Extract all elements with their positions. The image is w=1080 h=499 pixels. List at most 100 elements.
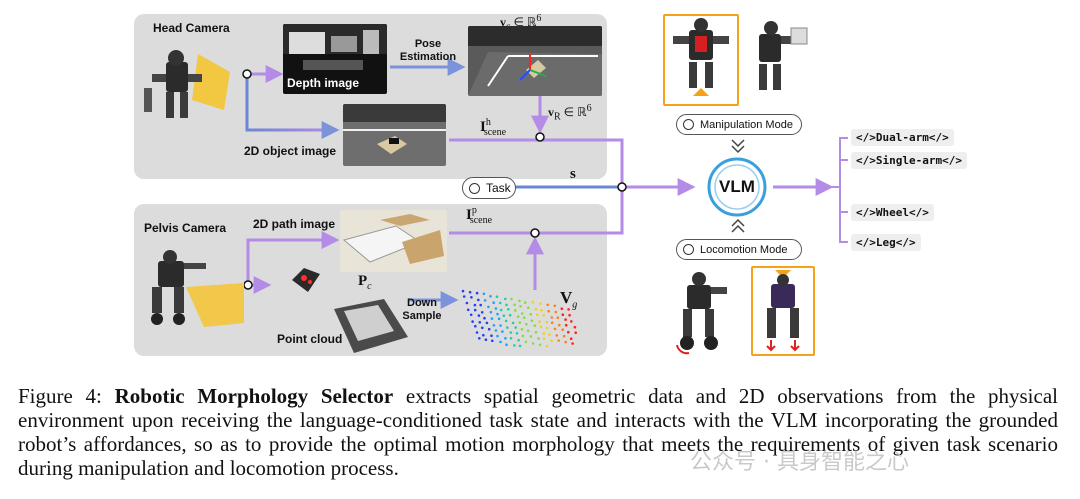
cloud-point xyxy=(495,295,499,298)
cloud-point xyxy=(479,303,482,307)
cloud-point xyxy=(475,291,479,295)
pointcloud-small-image xyxy=(288,262,324,296)
cloud-point xyxy=(542,337,546,340)
cloud-point xyxy=(525,322,528,326)
pose-estimation-image xyxy=(468,26,602,96)
cloud-point xyxy=(477,314,481,317)
cloud-point xyxy=(499,308,503,312)
cloud-point xyxy=(514,326,517,329)
locomotion-radio-icon xyxy=(683,244,694,255)
cloud-point xyxy=(505,343,508,346)
cloud-point xyxy=(494,329,498,332)
point-cloud-label: Point cloud xyxy=(277,332,343,346)
output-wheel: </>Wheel</> xyxy=(851,204,934,221)
cloud-point xyxy=(474,324,477,328)
cloud-point xyxy=(521,334,525,338)
cloud-point xyxy=(540,309,543,312)
point-cloud-image xyxy=(334,297,408,353)
path-image xyxy=(340,210,447,272)
cloud-point xyxy=(550,316,554,319)
cloud-point xyxy=(482,292,486,296)
cloud-point xyxy=(562,334,566,338)
manipulation-dual-arm-image xyxy=(663,14,739,106)
cloud-point xyxy=(498,301,502,305)
vg-label: Vg xyxy=(560,288,578,311)
locomotion-leg-image xyxy=(751,266,815,356)
cloud-point xyxy=(573,325,577,329)
i-scene-head-label: Ihscene xyxy=(480,117,507,138)
cloud-point xyxy=(518,299,521,303)
cloud-point xyxy=(492,324,496,327)
watermark: 公众号 · 具身智能之心 xyxy=(690,450,909,475)
cloud-point xyxy=(501,330,504,333)
cloud-point xyxy=(538,320,541,323)
locomotion-mode-label: Locomotion Mode xyxy=(700,243,788,256)
cloud-point xyxy=(574,331,577,334)
object-image xyxy=(343,104,446,166)
cloud-point xyxy=(550,321,554,324)
cloud-point xyxy=(536,313,539,317)
cloud-point xyxy=(497,317,501,321)
head-camera-robot-image xyxy=(140,44,242,126)
caption-text: extracts spatial geometric data and 2D o… xyxy=(18,384,1058,480)
cloud-point xyxy=(478,321,482,324)
cloud-point xyxy=(517,338,520,342)
cloud-point xyxy=(527,306,530,310)
manipulation-single-arm-image xyxy=(745,14,815,106)
cloud-point xyxy=(548,333,551,336)
cloud-point xyxy=(487,327,491,331)
cloud-point xyxy=(514,309,517,312)
cloud-point xyxy=(462,295,466,298)
cloud-point xyxy=(489,295,492,298)
cloud-point xyxy=(545,326,549,330)
cloud-point xyxy=(550,339,553,342)
cloud-point xyxy=(510,297,513,301)
locomotion-mode-pill[interactable]: Locomotion Mode xyxy=(676,239,802,260)
path-image-label: 2D path image xyxy=(253,217,336,231)
head-camera-title: Head Camera xyxy=(153,21,230,35)
cloud-point xyxy=(546,303,549,307)
cloud-point xyxy=(511,321,515,325)
cloud-point xyxy=(509,331,513,334)
cloud-point xyxy=(522,316,526,319)
cloud-point xyxy=(461,289,465,293)
output-dual-arm: </>Dual-arm</> xyxy=(851,129,954,146)
cloud-point xyxy=(477,298,480,302)
cloud-point xyxy=(507,308,510,311)
s-label: s xyxy=(570,166,576,182)
vr-label: vR ∈ ℝ6 xyxy=(548,103,592,123)
cloud-point xyxy=(520,327,524,331)
pelvis-camera-robot-image xyxy=(140,247,244,330)
cloud-point xyxy=(475,331,479,334)
vlm-node[interactable]: VLM xyxy=(706,157,768,217)
cloud-point xyxy=(491,339,494,343)
depth-image-label: Depth image xyxy=(287,76,360,90)
cloud-point xyxy=(564,340,567,344)
cloud-point xyxy=(482,333,485,337)
cloud-point xyxy=(465,301,469,305)
cloud-point xyxy=(513,344,516,347)
caption-prefix: Figure 4: xyxy=(18,384,115,408)
manipulation-mode-pill[interactable]: Manipulation Mode xyxy=(676,114,802,135)
pose-estimation-label: Pose Estimation xyxy=(399,38,457,63)
cloud-point xyxy=(518,344,522,348)
cloud-point xyxy=(490,317,494,320)
cloud-point xyxy=(490,334,493,337)
cloud-point xyxy=(534,307,538,311)
cloud-point xyxy=(542,313,545,317)
downsampled-cloud-image xyxy=(458,282,582,350)
cloud-point xyxy=(554,310,558,314)
cloud-point xyxy=(526,329,530,333)
manipulation-radio-icon xyxy=(683,119,694,130)
task-pill[interactable]: Task xyxy=(462,177,516,199)
cloud-point xyxy=(481,326,484,330)
cloud-point xyxy=(558,323,561,327)
cloud-point xyxy=(539,325,543,329)
caption-bold: Robotic Morphology Selector xyxy=(114,384,394,408)
cloud-point xyxy=(571,342,574,345)
cloud-point xyxy=(567,330,570,334)
locomotion-wheel-image xyxy=(669,267,739,355)
task-label: Task xyxy=(486,181,511,195)
figure-caption: Figure 4: Robotic Morphology Selector ex… xyxy=(18,384,1058,480)
